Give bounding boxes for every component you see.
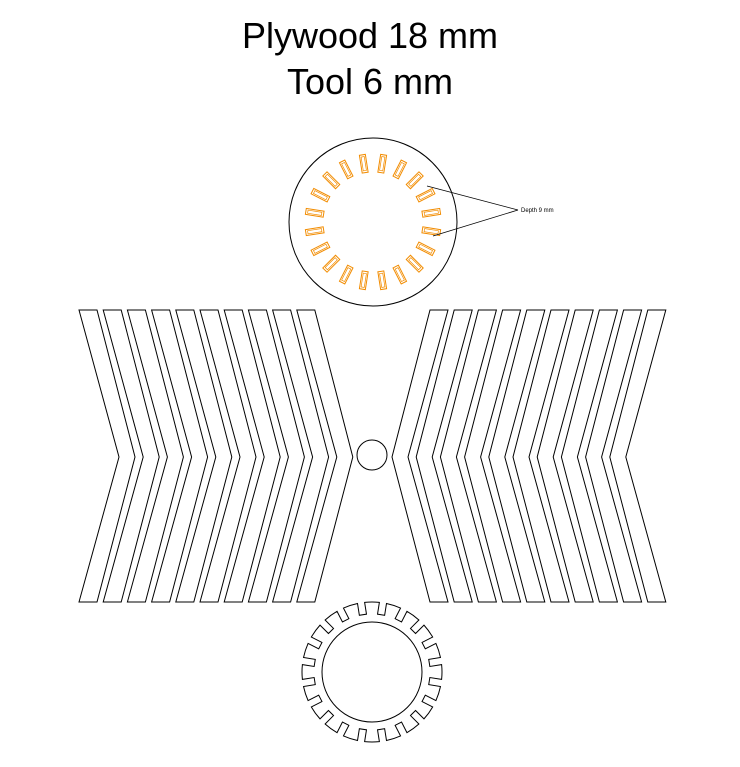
- pocket-slot: [310, 241, 331, 257]
- chevron-blade-right: [415, 309, 473, 603]
- chevron-blade-right: [560, 309, 619, 603]
- pocket-outer: [304, 226, 325, 237]
- depth-callout-label: Depth 9 mm: [521, 208, 554, 214]
- pocket-outer: [415, 241, 436, 257]
- pocket-inner: [360, 272, 367, 288]
- pocket-inner: [408, 257, 422, 271]
- pocket-slot: [392, 264, 408, 285]
- pocket-slot: [322, 171, 341, 190]
- chevron-blade-left: [271, 309, 330, 603]
- pocket-outer: [310, 241, 331, 257]
- pocket-inner: [418, 190, 434, 201]
- chevron-blade-right: [391, 309, 449, 603]
- pocket-slot: [421, 207, 442, 218]
- pocket-inner: [408, 173, 422, 187]
- chevron-blade-right: [488, 309, 546, 603]
- pocket-slot: [304, 226, 325, 237]
- title-line-material: Plywood 18 mm: [241, 15, 499, 56]
- pocket-slot: [415, 187, 436, 203]
- chevron-blade-left: [150, 309, 209, 603]
- pocket-slot: [405, 171, 424, 190]
- depth-callout-leaders: [426, 185, 519, 237]
- chevron-blade-right: [439, 309, 498, 603]
- center-hub-circle: [356, 439, 388, 471]
- leader-line-lower: [432, 209, 519, 237]
- pocket-inner: [418, 243, 434, 254]
- chevron-blade-right: [512, 309, 570, 603]
- pocket-inner: [341, 161, 352, 177]
- pocket-slot: [405, 254, 424, 273]
- pocket-outer: [322, 254, 341, 273]
- top-disc-part: [288, 137, 458, 307]
- pocket-outer: [377, 153, 388, 174]
- chevron-blade-left: [175, 309, 233, 603]
- pocket-outer: [392, 264, 408, 285]
- chevron-blade-left: [247, 309, 305, 603]
- pocket-slot: [304, 207, 325, 218]
- pocket-group: [304, 153, 442, 291]
- pocket-slot: [421, 226, 442, 237]
- pocket-slot: [358, 153, 369, 174]
- bottom-notched-ring: [301, 601, 443, 743]
- pocket-inner: [379, 156, 386, 172]
- pocket-outer: [304, 207, 325, 218]
- ring-notched-outline: [301, 601, 443, 743]
- chevron-blade-right: [609, 309, 667, 603]
- top-disc-outline: [288, 137, 458, 307]
- pocket-inner: [360, 156, 367, 172]
- chevron-blade-left: [296, 309, 354, 603]
- chevron-blade-left: [78, 309, 136, 603]
- pocket-slot: [338, 159, 354, 180]
- leader-line-upper: [426, 185, 519, 211]
- pocket-inner: [423, 228, 439, 235]
- pocket-slot: [377, 153, 388, 174]
- pocket-slot: [392, 159, 408, 180]
- chevron-blade-right: [536, 309, 594, 603]
- pocket-slot: [310, 187, 331, 203]
- pocket-inner: [324, 173, 338, 187]
- chevron-blades-left: [78, 309, 354, 603]
- pocket-outer: [415, 187, 436, 203]
- chevron-blade-right: [585, 309, 643, 603]
- hub-outline: [356, 439, 388, 471]
- pocket-outer: [421, 207, 442, 218]
- pocket-outer: [392, 159, 408, 180]
- pocket-inner: [423, 209, 439, 216]
- ring-inner-circle: [321, 621, 423, 723]
- pocket-inner: [312, 243, 328, 254]
- chevron-blades-right: [391, 309, 667, 603]
- chevron-blade-right: [464, 309, 522, 603]
- pocket-inner: [394, 267, 405, 283]
- pocket-outer: [310, 187, 331, 203]
- pocket-inner: [341, 267, 352, 283]
- chevron-blade-left: [223, 309, 281, 603]
- pocket-slot: [358, 270, 369, 291]
- pocket-inner: [307, 228, 323, 235]
- pocket-outer: [421, 226, 442, 237]
- pocket-outer: [322, 171, 341, 190]
- pocket-inner: [307, 209, 323, 216]
- pocket-outer: [338, 159, 354, 180]
- pocket-slot: [377, 270, 388, 291]
- pocket-outer: [358, 270, 369, 291]
- pocket-outer: [377, 270, 388, 291]
- title-line-tool: Tool 6 mm: [286, 61, 454, 102]
- chevron-blade-left: [126, 309, 184, 603]
- pocket-inner: [324, 257, 338, 271]
- pocket-outer: [405, 254, 424, 273]
- pocket-slot: [338, 264, 354, 285]
- pocket-slot: [322, 254, 341, 273]
- pocket-outer: [405, 171, 424, 190]
- pocket-slot: [415, 241, 436, 257]
- pocket-inner: [394, 161, 405, 177]
- pocket-outer: [338, 264, 354, 285]
- pocket-inner: [312, 190, 328, 201]
- chevron-blade-left: [102, 309, 160, 603]
- chevron-blade-left: [199, 309, 257, 603]
- pocket-outer: [358, 153, 369, 174]
- pocket-inner: [379, 272, 386, 288]
